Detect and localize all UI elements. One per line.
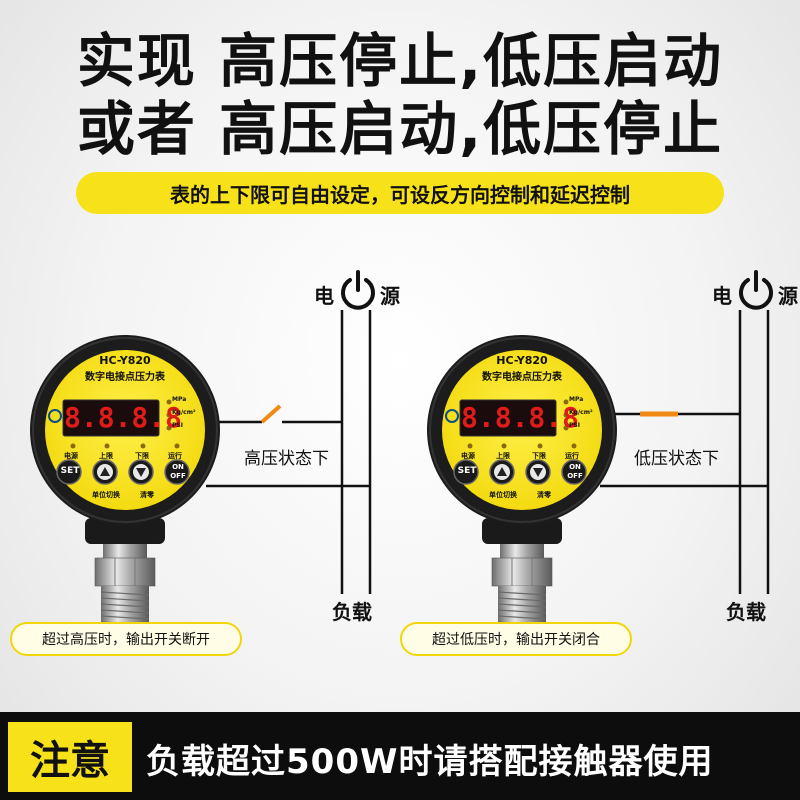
- subtitle-banner: 表的上下限可自由设定，可设反方向控制和延迟控制: [76, 172, 724, 214]
- set-button[interactable]: SET: [457, 466, 477, 476]
- led-display: 8.8.8.8: [461, 401, 580, 434]
- load-label: 负载: [726, 600, 766, 624]
- note-high-pressure: 超过高压时，输出开关断开: [10, 622, 242, 656]
- label-unit-switch: 单位切换: [489, 491, 517, 499]
- label-zero: 清零: [140, 491, 154, 499]
- state-label-low: 低压状态下: [634, 449, 719, 469]
- gauge-model: HC-Y820: [496, 354, 548, 367]
- note-low-pressure: 超过低压时，输出开关闭合: [400, 622, 632, 656]
- power-label-left-char: 电: [314, 284, 334, 308]
- unit-mpa: MPa: [172, 396, 187, 403]
- unit-psi: PSI: [569, 422, 580, 429]
- set-button[interactable]: SET: [60, 466, 80, 476]
- load-label: 负载: [332, 600, 372, 624]
- unit-psi: PSI: [172, 422, 183, 429]
- unit-kgcm: Kg/cm²: [569, 409, 593, 416]
- indicator-lower: 下限: [135, 452, 149, 460]
- headline-line-1: 实现 高压停止,低压启动: [76, 27, 724, 95]
- indicator-power: 电源: [64, 452, 78, 460]
- left-wiring: [206, 310, 372, 594]
- onoff-button-bottom[interactable]: OFF: [567, 472, 583, 480]
- indicator-lower: 下限: [532, 452, 546, 460]
- gauge-model: HC-Y820: [99, 354, 151, 367]
- indicator-run: 运行: [565, 452, 579, 460]
- power-icon: [739, 270, 773, 310]
- label-unit-switch: 单位切换: [92, 491, 120, 499]
- power-label-right-char: 源: [778, 284, 798, 308]
- state-label-high: 高压状态下: [244, 449, 329, 469]
- power-label-left-char: 电: [712, 284, 732, 308]
- headline-line-2: 或者 高压启动,低压停止: [76, 95, 724, 163]
- unit-kgcm: Kg/cm²: [172, 409, 196, 416]
- led-display: 8.8.8.8: [64, 401, 183, 434]
- onoff-button-bottom[interactable]: OFF: [170, 472, 186, 480]
- notice-bar: [0, 712, 800, 800]
- notice-text: 负载超过500W时请搭配接触器使用: [146, 741, 714, 782]
- notice-tag: 注意: [8, 722, 132, 792]
- unit-mpa: MPa: [569, 396, 584, 403]
- indicator-upper: 上限: [99, 452, 113, 460]
- label-zero: 清零: [537, 491, 551, 499]
- power-label-right-char: 源: [380, 284, 400, 308]
- onoff-button-top[interactable]: ON: [569, 463, 581, 471]
- indicator-upper: 上限: [496, 452, 510, 460]
- indicator-run: 运行: [168, 452, 182, 460]
- indicator-power: 电源: [461, 452, 475, 460]
- gauge-name: 数字电接点压力表: [482, 372, 562, 383]
- gauge-name: 数字电接点压力表: [85, 372, 165, 383]
- power-icon: [341, 270, 375, 310]
- onoff-button-top[interactable]: ON: [172, 463, 184, 471]
